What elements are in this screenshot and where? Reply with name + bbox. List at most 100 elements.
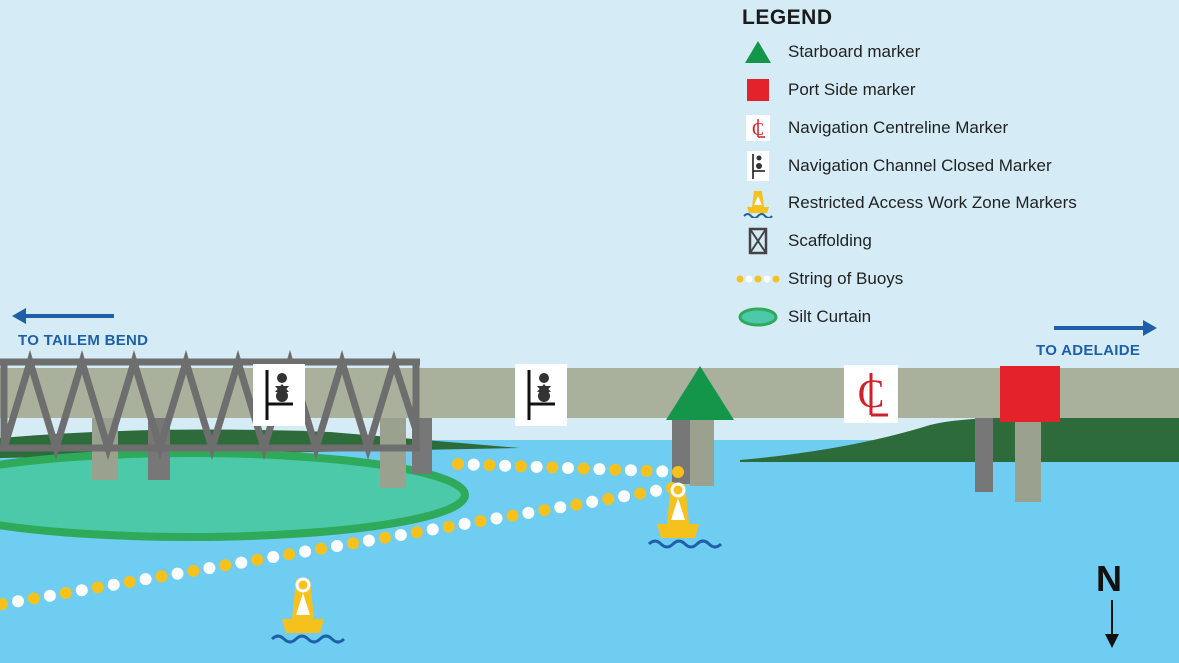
buoy xyxy=(640,464,653,477)
buoy xyxy=(235,556,248,569)
east-arrow-icon xyxy=(1054,320,1157,336)
buoy xyxy=(27,592,40,605)
legend-label: Silt Curtain xyxy=(788,307,872,326)
buoy xyxy=(474,515,487,528)
buoy xyxy=(187,564,200,577)
buoy xyxy=(483,459,496,472)
buoy xyxy=(499,459,512,472)
buoy xyxy=(522,506,535,519)
buoy xyxy=(618,490,631,503)
buoy xyxy=(602,493,615,505)
buoy xyxy=(362,534,375,547)
buoy xyxy=(506,509,519,522)
buoy xyxy=(562,462,574,474)
buoy xyxy=(171,567,184,580)
buoy xyxy=(452,458,464,470)
buoy xyxy=(331,540,343,552)
buoy xyxy=(586,495,599,508)
buoy xyxy=(410,526,423,539)
legend-item-work-zone: Restricted Access Work Zone Markers xyxy=(736,188,1077,218)
legend-item-channel-closed: Navigation Channel Closed Marker xyxy=(736,151,1052,181)
legend-label: Navigation Centreline Marker xyxy=(788,118,1009,137)
port-side-marker xyxy=(1000,366,1060,422)
buoy xyxy=(139,573,152,586)
buoy xyxy=(650,484,662,497)
buoy xyxy=(634,487,647,500)
buoy xyxy=(267,551,280,563)
legend-item-scaffolding: Scaffolding xyxy=(736,226,872,256)
legend-label: String of Buoys xyxy=(788,269,904,288)
legend-item-silt-curtain: Silt Curtain xyxy=(736,302,871,332)
legend-label: Navigation Channel Closed Marker xyxy=(788,156,1052,175)
starboard-marker xyxy=(666,366,734,420)
buoy xyxy=(219,559,232,572)
west-arrow-icon xyxy=(12,308,114,324)
buoy xyxy=(155,570,168,583)
direction-label-adelaide: TO ADELAIDE xyxy=(1036,342,1141,359)
buoy xyxy=(656,465,669,478)
centreline-marker: C xyxy=(844,365,898,423)
buoy xyxy=(538,504,551,517)
north-arrow-icon xyxy=(1105,600,1119,648)
port-side-marker-icon xyxy=(736,75,780,105)
buoy xyxy=(442,520,455,533)
buoy xyxy=(75,584,88,597)
buoy xyxy=(203,562,216,575)
buoy xyxy=(458,517,471,530)
legend-title: LEGEND xyxy=(742,6,833,29)
work-zone-buoy-icon xyxy=(736,188,780,218)
buoy xyxy=(426,523,439,536)
legend-item-centreline: C Navigation Centreline Marker xyxy=(736,113,1008,143)
buoy xyxy=(0,598,8,610)
right-riverbank xyxy=(740,416,1179,462)
buoy-string-icon xyxy=(736,264,780,294)
buoy xyxy=(577,462,590,475)
legend-item-port-side: Port Side marker xyxy=(736,75,916,105)
buoy xyxy=(609,463,622,476)
buoy xyxy=(570,498,583,511)
channel-closed-marker xyxy=(253,364,305,426)
buoy xyxy=(91,581,104,594)
bridge-pier xyxy=(1015,418,1041,502)
string-of-buoys-upper xyxy=(452,458,684,478)
buoy xyxy=(514,460,527,473)
legend-item-buoy-string: String of Buoys xyxy=(736,264,903,294)
buoy xyxy=(59,587,72,599)
buoy xyxy=(283,548,296,561)
centreline-marker-icon: C xyxy=(736,113,780,143)
silt-curtain-icon xyxy=(736,302,780,332)
channel-closed-marker-icon xyxy=(736,151,780,181)
north-label: N xyxy=(1096,558,1122,599)
work-zone-buoy xyxy=(647,482,723,549)
buoy xyxy=(394,529,407,541)
scaffolding-icon xyxy=(736,226,780,256)
buoy xyxy=(251,553,264,566)
buoy xyxy=(123,575,136,588)
buoy xyxy=(530,460,543,473)
buoy xyxy=(347,537,359,550)
legend-item-starboard: Starboard marker xyxy=(736,37,920,67)
direction-label-tailem-bend: TO TAILEM BEND xyxy=(18,332,149,349)
channel-closed-marker xyxy=(515,364,567,426)
buoy xyxy=(593,463,606,476)
work-zone-buoy xyxy=(270,577,346,644)
buoy xyxy=(107,578,120,591)
legend-label: Restricted Access Work Zone Markers xyxy=(788,193,1077,212)
legend-label: Port Side marker xyxy=(788,80,916,99)
buoy xyxy=(467,458,480,471)
buoy xyxy=(490,512,503,525)
legend-label: Starboard marker xyxy=(788,42,921,61)
bridge-pier xyxy=(380,418,406,488)
buoy xyxy=(299,545,312,558)
starboard-marker-icon xyxy=(736,37,780,67)
buoy xyxy=(315,542,327,555)
truss-bridge-section xyxy=(0,349,420,461)
bridge-pier xyxy=(690,418,714,486)
buoy xyxy=(554,501,567,514)
buoy xyxy=(546,461,559,474)
buoy xyxy=(43,589,56,602)
bridge-pier xyxy=(975,418,993,492)
buoy xyxy=(12,595,24,608)
buoy xyxy=(378,531,391,544)
